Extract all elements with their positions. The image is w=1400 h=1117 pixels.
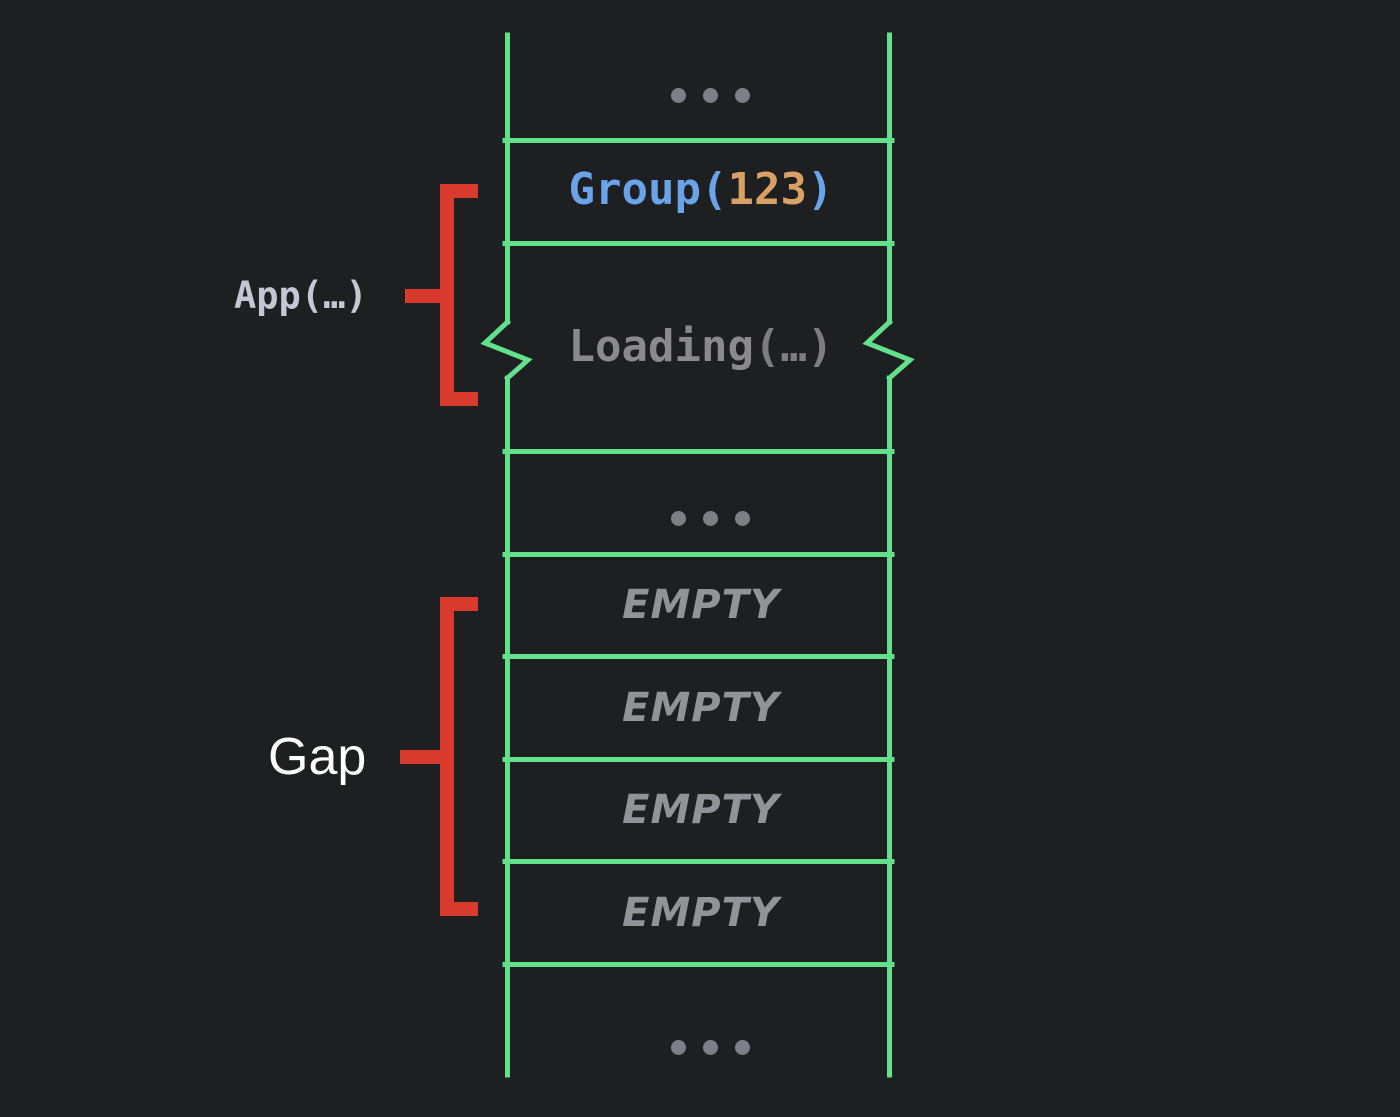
ellipsis-dot	[735, 88, 750, 103]
group-close-paren: )	[806, 164, 834, 215]
ellipsis-dot	[703, 88, 718, 103]
ellipsis-middle	[671, 511, 750, 526]
group-number: 123	[727, 164, 807, 215]
row-label-empty-2: EMPTY	[622, 685, 780, 731]
group-identifier: Group	[568, 164, 701, 215]
bracket-label-gap: Gap	[268, 728, 367, 786]
ellipsis-bottom	[671, 1040, 750, 1055]
bracket-label-app: App(…)	[234, 277, 368, 314]
row-label-empty-1: EMPTY	[622, 582, 780, 628]
loading-identifier: Loading	[568, 321, 754, 372]
ellipsis-dot	[735, 511, 750, 526]
bracket-app	[440, 184, 478, 406]
ellipsis-dot	[671, 1040, 686, 1055]
ellipsis-dot	[735, 1040, 750, 1055]
loading-args: (…)	[753, 321, 834, 372]
ellipsis-dot	[671, 511, 686, 526]
bracket-gap	[440, 597, 478, 916]
ellipsis-dot	[671, 88, 686, 103]
row-label-empty-4: EMPTY	[622, 890, 780, 936]
ellipsis-dot	[703, 1040, 718, 1055]
ellipsis-dot	[703, 511, 718, 526]
row-label-loading: Loading(…)	[505, 325, 897, 369]
group-open-paren: (	[700, 164, 728, 215]
app-args: (…)	[300, 274, 368, 317]
ellipsis-top	[671, 88, 750, 103]
app-identifier: App	[234, 274, 301, 317]
row-label-empty-3: EMPTY	[622, 787, 780, 833]
row-label-group: Group(123)	[505, 168, 897, 212]
